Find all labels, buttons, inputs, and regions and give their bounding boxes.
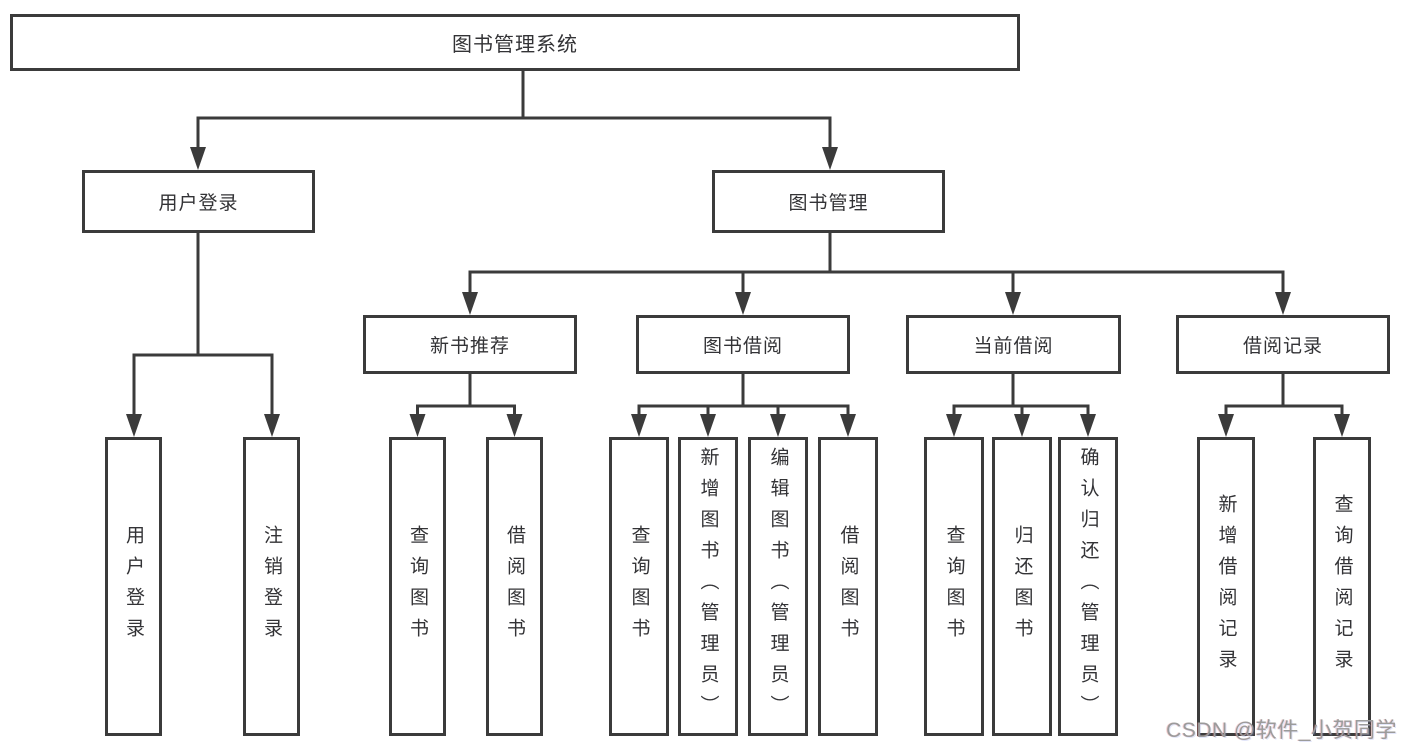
arrowhead (735, 292, 751, 315)
leaf-confirm-return-admin: 确认归还（管理员） (1058, 437, 1118, 736)
leaf-add-borrow-record: 新增借阅记录 (1197, 437, 1255, 736)
arrowhead (1275, 292, 1291, 315)
arrowhead (631, 414, 647, 437)
node-book-borrow: 图书借阅 (636, 315, 850, 374)
leaf-borrow-books-recommend: 借阅图书 (486, 437, 543, 736)
arrowhead (126, 414, 142, 437)
leaf-borrow-books: 借阅图书 (818, 437, 878, 736)
arrowhead (840, 414, 856, 437)
arrowhead (462, 292, 478, 315)
node-new-book-recommend: 新书推荐 (363, 315, 577, 374)
leaf-logout: 注销登录 (243, 437, 300, 736)
leaf-return-books: 归还图书 (992, 437, 1052, 736)
arrowhead (946, 414, 962, 437)
arrowhead (770, 414, 786, 437)
leaf-query-books-borrow: 查询图书 (609, 437, 669, 736)
arrowhead (1218, 414, 1234, 437)
arrowhead (822, 147, 838, 170)
node-user-login: 用户登录 (82, 170, 315, 233)
leaf-query-books-current: 查询图书 (924, 437, 984, 736)
arrowhead (409, 414, 426, 437)
arrowhead (1014, 414, 1030, 437)
arrowhead (264, 414, 280, 437)
arrowhead (700, 414, 716, 437)
arrowhead (1005, 292, 1021, 315)
arrowhead (506, 414, 523, 437)
leaf-query-borrow-record: 查询借阅记录 (1313, 437, 1371, 736)
leaf-user-login: 用户登录 (105, 437, 162, 736)
arrowhead (1080, 414, 1096, 437)
node-library-management-system: 图书管理系统 (10, 14, 1020, 71)
arrowheads (126, 147, 1350, 437)
leaf-edit-book-admin: 编辑图书（管理员） (748, 437, 808, 736)
node-borrow-records: 借阅记录 (1176, 315, 1390, 374)
node-book-management: 图书管理 (712, 170, 945, 233)
arrowhead (190, 147, 206, 170)
csdn-watermark: CSDN @软件_小贺同学 (1166, 719, 1397, 742)
leaf-query-books-recommend: 查询图书 (389, 437, 446, 736)
arrowhead (1334, 414, 1350, 437)
node-current-borrow: 当前借阅 (906, 315, 1121, 374)
leaf-add-book-admin: 新增图书（管理员） (678, 437, 738, 736)
